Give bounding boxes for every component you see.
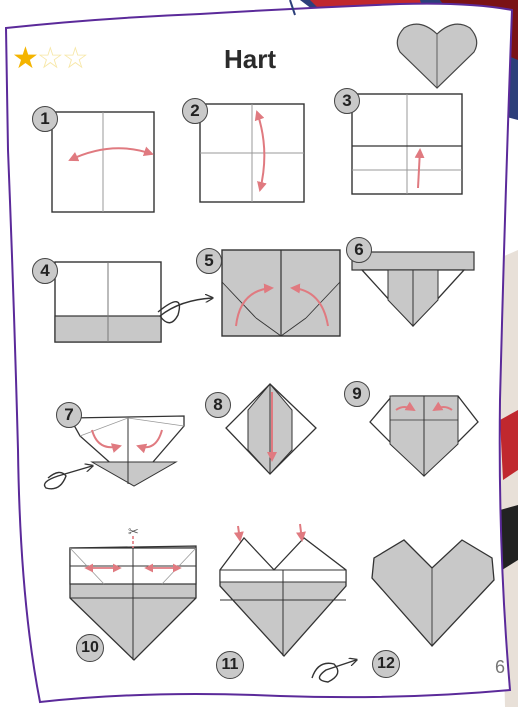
step-5-diagram [222, 250, 340, 336]
page-number: 6 [495, 657, 505, 678]
step-number: 8 [205, 392, 231, 418]
step-8-diagram [226, 384, 316, 474]
step-6-diagram [352, 252, 474, 326]
scissors-icon: ✂ [128, 525, 139, 540]
step-3-diagram [352, 94, 462, 194]
step-number: 1 [32, 106, 58, 132]
step-number: 2 [182, 98, 208, 124]
step-number: 12 [372, 650, 400, 678]
step-number: 5 [196, 248, 222, 274]
turn-over-icon [312, 660, 356, 682]
step-2-diagram [200, 104, 304, 202]
step-1-diagram [52, 112, 154, 212]
step-number: 6 [346, 237, 372, 263]
heart-icon [372, 540, 494, 646]
heart-icon [397, 24, 476, 88]
step-number: 11 [216, 651, 244, 679]
step-number: 3 [334, 88, 360, 114]
step-number: 9 [344, 381, 370, 407]
step-number: 7 [56, 402, 82, 428]
step-number: 4 [32, 258, 58, 284]
turn-over-icon [45, 466, 93, 489]
turn-over-icon [158, 298, 212, 323]
step-9-diagram [370, 396, 478, 476]
step-4-diagram [55, 262, 212, 342]
step-number: 10 [76, 634, 104, 662]
